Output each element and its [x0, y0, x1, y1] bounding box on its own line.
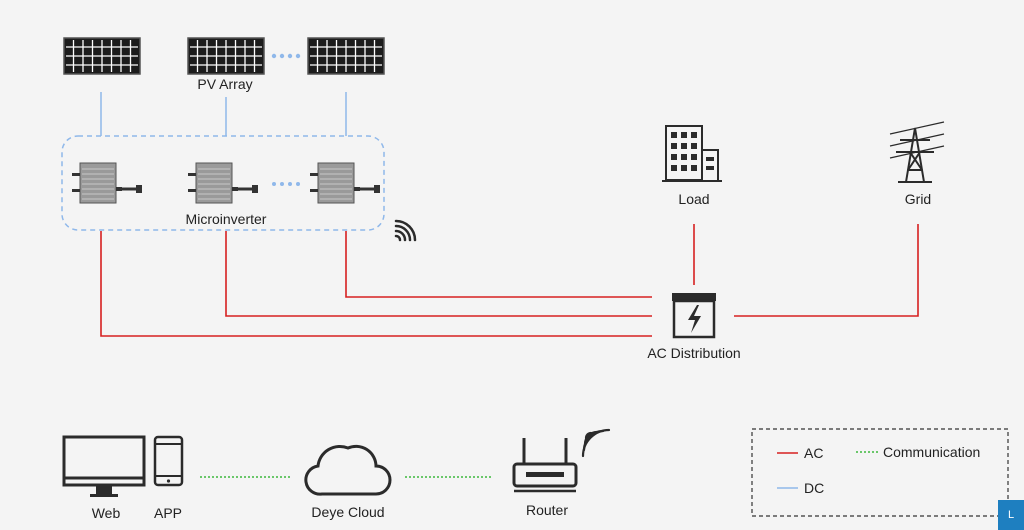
legend-dc: DC [804, 480, 824, 496]
microinverter-group [61, 135, 385, 231]
power-tower-icon [889, 121, 945, 183]
building-icon [662, 125, 722, 182]
monitor-icon [62, 435, 146, 497]
distribution-box-icon [672, 293, 716, 339]
solar-panel-icon [63, 37, 141, 75]
app-label: APP [154, 505, 182, 521]
microinverter-icon [71, 162, 143, 204]
corner-badge[interactable]: L [998, 500, 1024, 530]
solar-panel-icon [187, 37, 265, 75]
grid-label: Grid [905, 191, 931, 207]
solar-panel-icon [307, 37, 385, 75]
microinverter-icon [187, 162, 259, 204]
ellipsis-dots [272, 182, 300, 186]
router-label: Router [526, 502, 568, 518]
ellipsis-dots [271, 53, 301, 59]
legend: AC Communication DC [751, 428, 1009, 517]
legend-communication: Communication [883, 444, 980, 460]
wifi-icon [394, 219, 417, 242]
web-label: Web [92, 505, 121, 521]
pv-array-label: PV Array [197, 76, 252, 92]
phone-icon [153, 435, 184, 487]
deye-cloud-label: Deye Cloud [311, 504, 384, 520]
dc-lines [100, 92, 347, 136]
cloud-icon [304, 444, 392, 496]
ac-lines [100, 224, 919, 337]
microinverter-icon [309, 162, 381, 204]
microinverter-label: Microinverter [186, 211, 267, 227]
router-icon [512, 438, 578, 493]
ac-distribution-label: AC Distribution [647, 345, 740, 361]
load-label: Load [678, 191, 709, 207]
wifi-icon [581, 428, 611, 458]
building-windows [671, 132, 714, 171]
legend-ac: AC [804, 445, 823, 461]
